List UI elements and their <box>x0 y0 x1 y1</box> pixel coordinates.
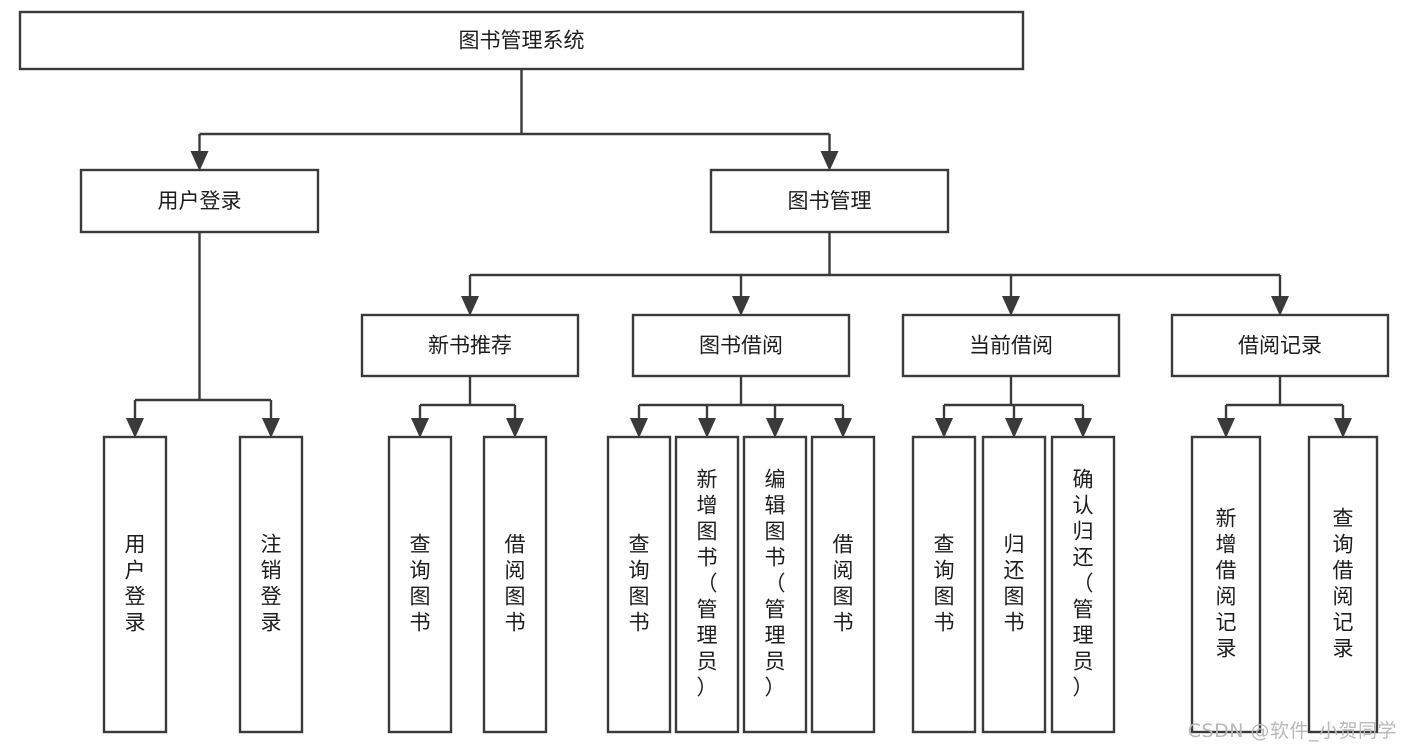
node-leaf-query-book-1[interactable]: 查询图书 <box>387 435 453 734</box>
node-box-user-login[interactable] <box>79 168 320 234</box>
node-label-leaf-borrow-book-1: 借阅图书 <box>505 533 526 635</box>
arrow-head-icon <box>126 418 144 438</box>
edge-group-root <box>190 69 839 171</box>
node-box-leaf-borrow-book-1[interactable] <box>482 435 548 734</box>
node-leaf-add-borrow-record[interactable]: 新增借阅记录 <box>1190 435 1262 734</box>
edges-layer <box>126 69 1352 438</box>
node-leaf-borrow-book-1[interactable]: 借阅图书 <box>482 435 548 734</box>
edge-group-book-manage <box>461 232 1289 316</box>
node-label-current-borrow: 当前借阅 <box>969 334 1053 358</box>
node-label-leaf-borrow-book-2: 借阅图书 <box>833 533 854 635</box>
node-label-borrow-record: 借阅记录 <box>1238 334 1322 358</box>
node-leaf-user-logout[interactable]: 注销登录 <box>238 435 304 734</box>
arrow-head-icon <box>461 296 479 316</box>
arrow-head-icon <box>820 151 839 171</box>
arrow-head-icon <box>411 418 429 438</box>
arrow-head-icon <box>262 418 280 438</box>
node-user-login[interactable]: 用户登录 <box>79 168 320 234</box>
node-leaf-borrow-book-2[interactable]: 借阅图书 <box>810 435 876 734</box>
arrow-head-icon <box>1217 418 1235 438</box>
node-leaf-return-book[interactable]: 归还图书 <box>981 435 1047 734</box>
edge-group-borrow-record <box>1217 376 1352 438</box>
node-leaf-edit-book-admin[interactable]: 编辑图书（管理员） <box>742 435 808 734</box>
edge-group-user-login <box>126 232 280 438</box>
node-label-leaf-return-book: 归还图书 <box>1004 533 1025 635</box>
node-box-leaf-user-logout[interactable] <box>238 435 304 734</box>
node-label-leaf-query-book-2: 查询图书 <box>629 533 650 635</box>
node-label-root: 图书管理系统 <box>459 29 585 53</box>
node-box-new-book-recommend[interactable] <box>360 313 580 378</box>
node-box-leaf-add-borrow-record[interactable] <box>1190 435 1262 734</box>
node-leaf-user-login[interactable]: 用户登录 <box>102 435 168 734</box>
node-box-leaf-user-login[interactable] <box>102 435 168 734</box>
node-new-book-recommend[interactable]: 新书推荐 <box>360 313 580 378</box>
node-borrow-record[interactable]: 借阅记录 <box>1170 313 1390 378</box>
node-label-leaf-user-login: 用户登录 <box>125 533 146 635</box>
node-label-leaf-query-book-1: 查询图书 <box>410 533 431 635</box>
node-label-book-borrow: 图书借阅 <box>699 334 783 358</box>
nodes-layer: 图书管理系统用户登录图书管理新书推荐图书借阅当前借阅借阅记录用户登录注销登录查询… <box>18 10 1390 734</box>
node-box-leaf-query-book-3[interactable] <box>911 435 977 734</box>
arrow-head-icon <box>834 418 852 438</box>
node-root[interactable]: 图书管理系统 <box>18 10 1025 71</box>
csdn-watermark: CSDN @软件_小贺同学 <box>1187 720 1397 742</box>
arrow-head-icon <box>1074 418 1092 438</box>
node-leaf-query-book-3[interactable]: 查询图书 <box>911 435 977 734</box>
arrow-head-icon <box>506 418 524 438</box>
node-current-borrow[interactable]: 当前借阅 <box>901 313 1121 378</box>
arrow-head-icon <box>935 418 953 438</box>
node-leaf-query-borrow-record[interactable]: 查询借阅记录 <box>1307 435 1379 734</box>
node-box-leaf-query-book-1[interactable] <box>387 435 453 734</box>
node-label-leaf-confirm-return-admin: 确认归还（管理员） <box>1073 468 1094 700</box>
edge-group-current-borrow <box>935 376 1092 438</box>
arrow-head-icon <box>1005 418 1023 438</box>
arrow-head-icon <box>630 418 648 438</box>
node-box-leaf-confirm-return-admin[interactable] <box>1050 435 1116 734</box>
node-box-book-borrow[interactable] <box>631 313 851 378</box>
node-book-borrow[interactable]: 图书借阅 <box>631 313 851 378</box>
node-label-leaf-query-borrow-record: 查询借阅记录 <box>1333 507 1354 661</box>
node-label-user-login: 用户登录 <box>158 189 242 213</box>
arrow-head-icon <box>698 418 716 438</box>
edge-group-book-borrow <box>630 376 852 438</box>
node-leaf-confirm-return-admin[interactable]: 确认归还（管理员） <box>1050 435 1116 734</box>
edge-group-new-book-recommend <box>411 376 524 438</box>
node-leaf-query-book-2[interactable]: 查询图书 <box>606 435 672 734</box>
node-label-book-manage: 图书管理 <box>788 189 872 213</box>
node-box-current-borrow[interactable] <box>901 313 1121 378</box>
arrow-head-icon <box>732 296 750 316</box>
node-box-book-manage[interactable] <box>709 168 950 234</box>
arrow-head-icon <box>1271 296 1289 316</box>
arrow-head-icon <box>1334 418 1352 438</box>
node-label-leaf-add-borrow-record: 新增借阅记录 <box>1216 507 1237 661</box>
node-box-leaf-borrow-book-2[interactable] <box>810 435 876 734</box>
arrow-head-icon <box>1002 296 1020 316</box>
node-box-leaf-query-borrow-record[interactable] <box>1307 435 1379 734</box>
node-box-root[interactable] <box>18 10 1025 71</box>
node-box-leaf-edit-book-admin[interactable] <box>742 435 808 734</box>
node-label-leaf-add-book-admin: 新增图书（管理员） <box>697 468 718 700</box>
node-box-leaf-add-book-admin[interactable] <box>674 435 740 734</box>
node-book-manage[interactable]: 图书管理 <box>709 168 950 234</box>
node-label-leaf-user-logout: 注销登录 <box>261 533 282 635</box>
arrow-head-icon <box>190 151 209 171</box>
node-box-leaf-query-book-2[interactable] <box>606 435 672 734</box>
node-label-new-book-recommend: 新书推荐 <box>428 334 512 358</box>
node-label-leaf-edit-book-admin: 编辑图书（管理员） <box>765 468 786 700</box>
arrow-head-icon <box>766 418 784 438</box>
node-label-leaf-query-book-3: 查询图书 <box>934 533 955 635</box>
node-box-leaf-return-book[interactable] <box>981 435 1047 734</box>
node-leaf-add-book-admin[interactable]: 新增图书（管理员） <box>674 435 740 734</box>
node-box-borrow-record[interactable] <box>1170 313 1390 378</box>
